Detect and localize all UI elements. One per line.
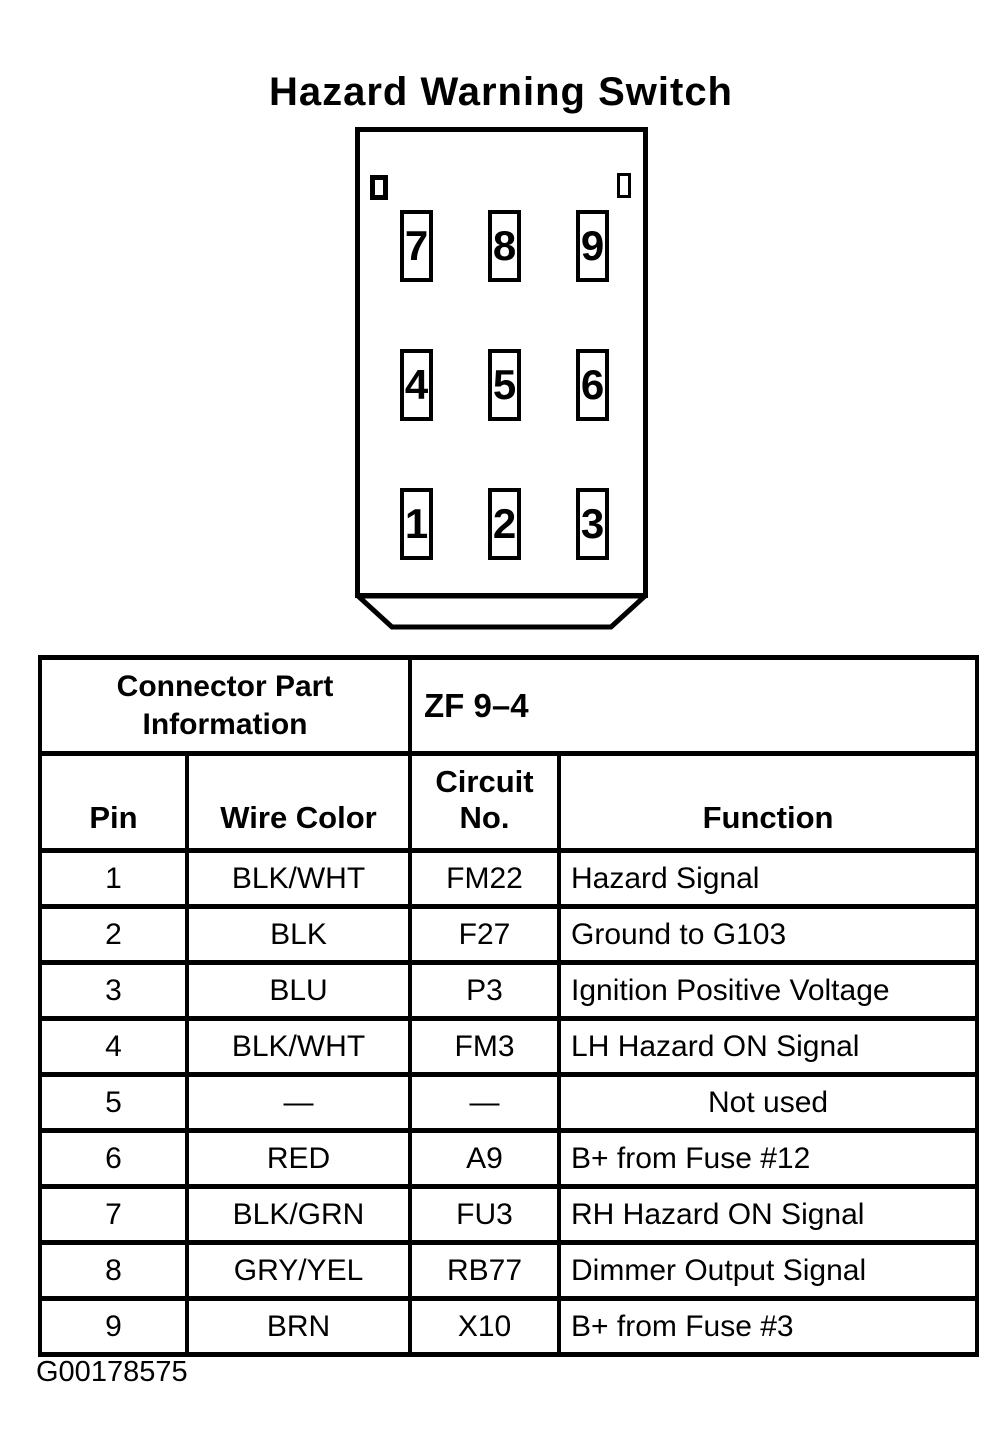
function-cell: Ground to G103 (557, 904, 980, 965)
connector-pin-3: 3 (576, 488, 609, 560)
table-part-info-row: Connector Part Information ZF 9–4 (37, 655, 980, 756)
circuit-no-cell: FU3 (408, 1184, 562, 1245)
table-row: 9 BRN X10 B+ from Fuse #3 (38, 1296, 980, 1357)
latch-slot-left (370, 175, 388, 200)
connector-part-number: ZF 9–4 (408, 655, 980, 756)
function-cell: Dimmer Output Signal (557, 1240, 980, 1301)
connector-part-info-header: Connector Part Information (37, 655, 413, 756)
connector-pin-1: 1 (400, 488, 433, 560)
function-cell: Ignition Positive Voltage (557, 960, 980, 1021)
column-header-circuit-no: Circuit No. (408, 751, 562, 853)
pin-cell: 3 (38, 960, 189, 1021)
circuit-no-cell: P3 (408, 960, 562, 1021)
pin-cell: 8 (38, 1240, 189, 1301)
connector-pinout-table: Connector Part Information ZF 9–4 Pin Wi… (37, 655, 980, 1357)
wire-color-cell: GRY/YEL (184, 1240, 413, 1301)
table-row: 4 BLK/WHT FM3 LH Hazard ON Signal (38, 1016, 980, 1077)
table-row: 3 BLU P3 Ignition Positive Voltage (38, 960, 980, 1021)
wire-color-cell: RED (184, 1128, 413, 1189)
connector-pin-6: 6 (576, 349, 609, 421)
column-header-wire-color: Wire Color (184, 751, 413, 853)
function-cell: Not used (557, 1072, 980, 1133)
pin-cell: 2 (38, 904, 189, 965)
table-row: 2 BLK F27 Ground to G103 (38, 904, 980, 965)
function-cell: Hazard Signal (557, 848, 980, 909)
function-cell: B+ from Fuse #12 (557, 1128, 980, 1189)
figure-id: G00178575 (36, 1356, 188, 1388)
circuit-no-cell: — (408, 1072, 562, 1133)
wire-color-cell: BLK/WHT (184, 1016, 413, 1077)
circuit-no-cell: FM22 (408, 848, 562, 909)
table-row: 1 BLK/WHT FM22 Hazard Signal (38, 848, 980, 909)
function-cell: RH Hazard ON Signal (557, 1184, 980, 1245)
circuit-no-cell: RB77 (408, 1240, 562, 1301)
wire-color-cell: BLU (184, 960, 413, 1021)
pin-cell: 6 (38, 1128, 189, 1189)
function-cell: LH Hazard ON Signal (557, 1016, 980, 1077)
connector-diagram: 7 8 9 4 5 6 1 2 3 (355, 127, 648, 632)
wire-color-cell: BLK/WHT (184, 848, 413, 909)
connector-pin-9: 9 (576, 210, 609, 282)
table-row: 6 RED A9 B+ from Fuse #12 (38, 1128, 980, 1189)
connector-nose-shape (355, 593, 648, 630)
circuit-no-cell: F27 (408, 904, 562, 965)
connector-pin-4: 4 (400, 349, 433, 421)
connector-pin-2: 2 (488, 488, 521, 560)
table-row: 5 — — Not used (38, 1072, 980, 1133)
connector-pin-8: 8 (488, 210, 521, 282)
pin-cell: 9 (38, 1296, 189, 1357)
wire-color-cell: — (184, 1072, 413, 1133)
wire-color-cell: BLK (184, 904, 413, 965)
pin-cell: 7 (38, 1184, 189, 1245)
pin-cell: 5 (38, 1072, 189, 1133)
wire-color-cell: BRN (184, 1296, 413, 1357)
column-header-function: Function (557, 751, 980, 853)
circuit-no-cell: FM3 (408, 1016, 562, 1077)
table-row: 8 GRY/YEL RB77 Dimmer Output Signal (38, 1240, 980, 1301)
pin-cell: 1 (38, 848, 189, 909)
connector-pin-7: 7 (400, 210, 433, 282)
circuit-no-cell: X10 (408, 1296, 562, 1357)
pin-cell: 4 (38, 1016, 189, 1077)
table-column-header-row: Pin Wire Color Circuit No. Function (38, 751, 980, 853)
connector-pin-5: 5 (488, 349, 521, 421)
wire-color-cell: BLK/GRN (184, 1184, 413, 1245)
column-header-pin: Pin (38, 751, 189, 853)
circuit-no-cell: A9 (408, 1128, 562, 1189)
page-title: Hazard Warning Switch (268, 70, 733, 114)
latch-slot-right (617, 173, 631, 198)
table-row: 7 BLK/GRN FU3 RH Hazard ON Signal (38, 1184, 980, 1245)
function-cell: B+ from Fuse #3 (557, 1296, 980, 1357)
